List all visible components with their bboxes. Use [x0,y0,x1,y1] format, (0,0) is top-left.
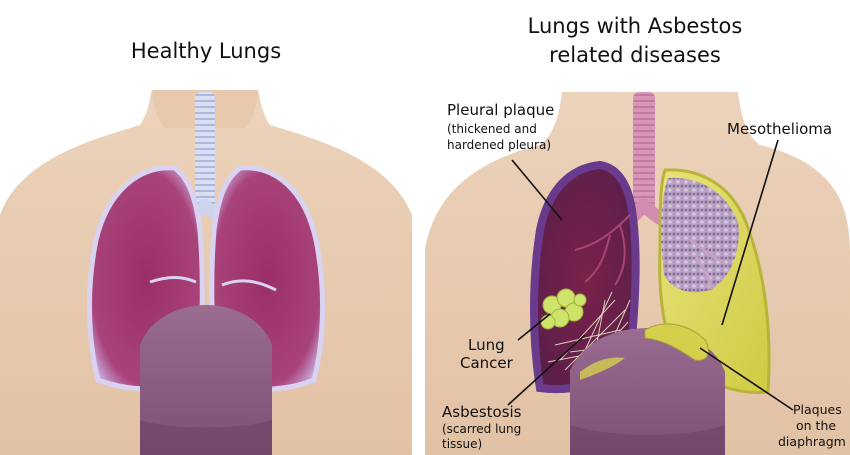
healthy-lungs-title: Healthy Lungs [130,39,282,63]
diaphragm-plaques-label-line2: on the [796,418,837,433]
mesothelioma-pointer [721,139,779,326]
diaphragm-plaques-label-line3: diaphragm [778,434,846,449]
diseased-lungs-title-line1: Lungs with Asbestos [527,14,743,38]
mesothelioma-label: Mesothelioma [727,120,833,138]
lung-cancer-label-line1: Lung [468,336,505,354]
asbestosis-detail-line2: tissue) [442,437,483,451]
asbestosis-pointer [507,334,586,406]
diaphragm-plaque-deposit [644,323,709,361]
pleural-plaque-detail-line1: (thickened and [447,122,537,136]
lung-cancer-pointer [517,313,551,341]
pleural-plaque-pointer [511,159,563,221]
lung-cancer-label-line2: Cancer [460,354,513,372]
label-pointer-lines [507,139,794,411]
diaphragm-plaques-pointer [699,347,794,411]
healthy-diaphragm [140,305,272,455]
asbestosis-label: Asbestosis [442,403,522,421]
pleural-plaque-label: Pleural plaque [447,101,555,119]
diseased-lungs-title-line2: related diseases [549,43,721,67]
diseased-diaphragm [570,323,725,455]
diaphragm-plaques-label-line1: Plaques [793,402,842,417]
asbestosis-detail-line1: (scarred lung [442,422,522,436]
pleural-plaque-detail-line2: hardened pleura) [447,138,552,152]
